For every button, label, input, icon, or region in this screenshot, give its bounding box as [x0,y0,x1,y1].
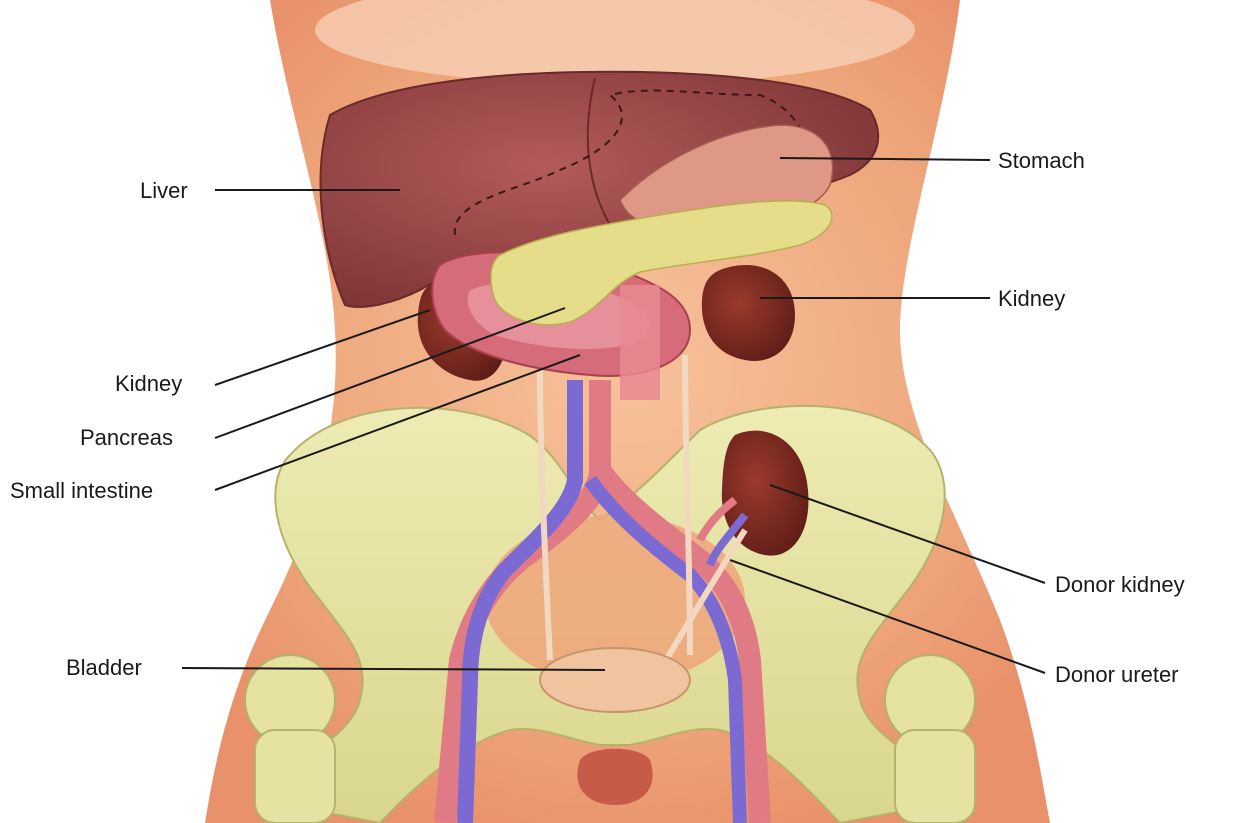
label-donor-kidney: Donor kidney [1055,572,1185,597]
label-bladder: Bladder [66,655,142,680]
label-kidney-right: Kidney [115,371,182,396]
label-kidney-left: Kidney [998,286,1065,311]
femur-left [895,730,975,823]
label-stomach: Stomach [998,148,1085,173]
femur-right [255,730,335,823]
label-donor-ureter: Donor ureter [1055,662,1179,687]
label-pancreas: Pancreas [80,425,173,450]
label-liver: Liver [140,178,188,203]
label-small-intestine: Small intestine [10,478,153,503]
bladder-organ [540,648,690,712]
lower-organ [577,749,652,805]
